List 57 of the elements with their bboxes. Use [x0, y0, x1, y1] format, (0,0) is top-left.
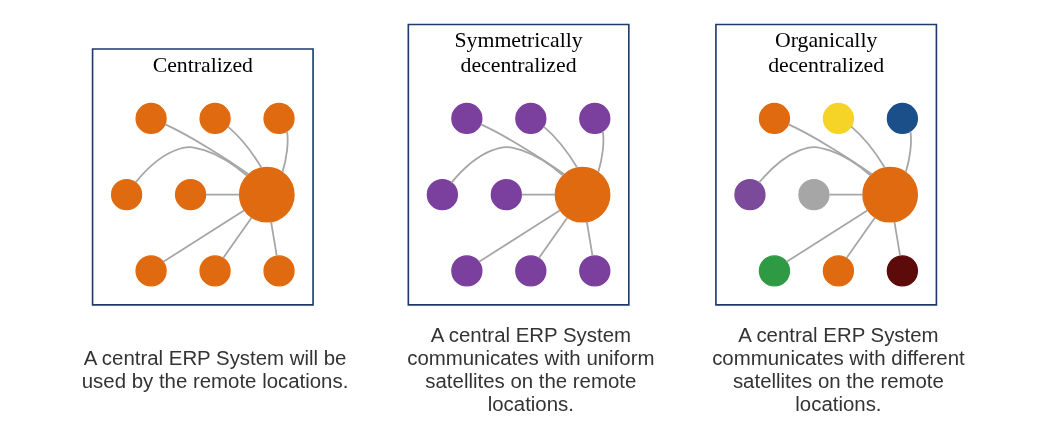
node-circle [110, 179, 142, 211]
node-circle [578, 102, 610, 135]
connector [904, 130, 912, 173]
connector [757, 146, 872, 184]
connector [479, 123, 565, 176]
connector [845, 216, 876, 259]
node-circle [514, 102, 546, 135]
connector [477, 209, 561, 263]
node-circle [733, 179, 766, 211]
node-circle [262, 102, 295, 135]
cluster: Organically decentralized [714, 23, 937, 306]
connector [537, 216, 568, 259]
connector [785, 209, 868, 263]
connector [893, 220, 901, 257]
node-circle [554, 166, 610, 223]
node-circle [450, 102, 482, 135]
node-circle [758, 102, 790, 135]
connector [787, 123, 873, 176]
connector [828, 193, 863, 196]
connector [204, 193, 240, 196]
connector [161, 209, 245, 263]
connector [542, 125, 578, 169]
node-label: A central ERP System communicates with different satellites on the remote locations. [711, 323, 965, 416]
connector [520, 193, 556, 196]
connector [221, 216, 252, 259]
connector [849, 125, 886, 169]
connector [450, 146, 564, 184]
node-circle [861, 166, 918, 223]
node-label: A central ERP System will be used by the remote locations. [81, 346, 348, 392]
connector [585, 220, 593, 257]
node-circle [886, 255, 918, 287]
node-circle [426, 179, 458, 211]
node-circle [578, 255, 610, 287]
node-circle [797, 179, 830, 211]
node-circle [758, 255, 790, 287]
connector [281, 130, 289, 173]
node-circle [490, 179, 522, 211]
node-circle [198, 255, 231, 287]
node-circle [198, 102, 231, 135]
node-circle [262, 255, 295, 287]
connector [269, 220, 278, 257]
node-circle [514, 255, 546, 287]
cluster: Symmetrically decentralized [407, 23, 630, 306]
node-circle [886, 102, 918, 135]
cluster: Centralized [91, 48, 314, 306]
connector [163, 123, 249, 176]
connector [596, 130, 604, 173]
node-circle [822, 255, 854, 287]
node-circle [134, 102, 167, 135]
node-circle [238, 166, 295, 223]
node-circle [174, 179, 206, 211]
node-circle [134, 255, 167, 287]
node-circle [822, 102, 854, 135]
node-circle [450, 255, 482, 287]
connector [134, 146, 248, 184]
node-label: A central ERP System communicates with uniform satellites on the remote locations. [406, 323, 654, 416]
connector [226, 125, 262, 169]
